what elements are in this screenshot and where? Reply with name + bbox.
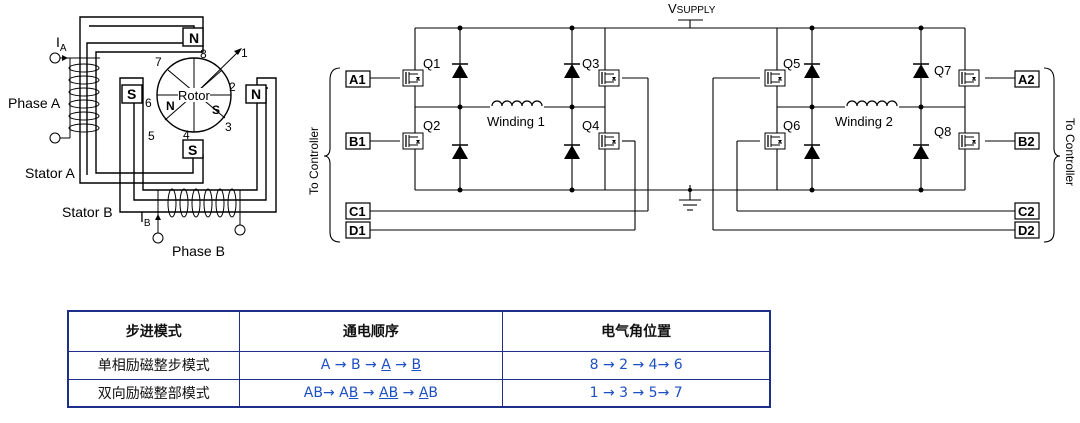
header-step-mode: 步进模式 [67,310,240,352]
terminal-boxes-right [1014,70,1040,239]
terminal-b2: B2 [1018,134,1035,149]
position-4: 4 [183,128,190,142]
terminal-a2: A2 [1018,72,1035,87]
junctions [457,25,924,193]
diode-d1 [451,63,469,79]
stator-a-label: Stator A [25,165,75,181]
pole-label-s-bottom: S [188,142,197,158]
row-mode: 双向励磁整部模式 [67,378,240,408]
terminal-c1: C1 [349,204,366,219]
transistor-q3 [598,69,620,87]
row-positions: 8 → 2 → 4→ 6 [502,350,771,380]
supply-label: VSUPPLY [668,1,716,16]
diode-d5 [803,63,821,79]
phase-b-label: Phase B [172,243,225,259]
label-q6: Q6 [783,118,800,133]
current-b-label: IB [140,209,151,229]
winding-2-label: Winding 2 [835,114,893,129]
diode-d8 [912,144,930,160]
stator-b [119,77,277,213]
phase-a-terminal-top [49,52,61,64]
header-electrical-angle: 电气角位置 [502,310,771,352]
transistor-q7 [958,69,980,87]
table-row: 单相励磁整步模式 A → B → A → B 8 → 2 → 4→ 6 [67,350,771,380]
rotor-label: Rotor [178,88,210,103]
to-controller-right: To Controller [1063,118,1077,186]
position-1: 1 [241,46,248,60]
terminal-c2: C2 [1018,204,1035,219]
diode-d3 [563,63,581,79]
stepping-mode-table: 步进模式 通电顺序 电气角位置 单相励磁整步模式 A → B → A → B 8… [67,310,771,408]
label-q3: Q3 [582,56,599,71]
to-controller-left: To Controller [307,127,321,195]
label-q2: Q2 [423,118,440,133]
row-positions: 1 → 3 → 5→ 7 [502,378,771,408]
phase-b-terminal-left [152,232,164,244]
diode-d7 [912,63,930,79]
transistor-q2 [402,132,424,150]
row-sequence: A → B → A → B [238,350,504,380]
terminal-boxes-left [345,70,371,239]
arrow-icon [234,48,242,55]
pole-label-n-right: N [251,86,261,102]
table-row: 双向励磁整部模式 AB→ AB → AB → AB 1 → 3 → 5→ 7 [67,378,771,408]
position-6: 6 [145,96,152,110]
position-8: 8 [200,47,207,61]
diode-d4 [563,144,581,160]
arrow-icon [155,214,161,220]
current-a-label: IA [56,34,67,54]
phase-a-label: Phase A [8,95,61,111]
arrow-icon [62,55,68,61]
left-brace [323,67,341,243]
phase-a-terminal-bottom [49,132,61,144]
phase-b-terminal-right [234,224,246,236]
rotor [156,48,242,133]
position-7: 7 [155,55,162,69]
label-q1: Q1 [423,56,440,71]
table-header-row: 步进模式 通电顺序 电气角位置 [67,310,771,352]
transistor-q4 [598,132,620,150]
transistor-q8 [958,132,980,150]
transistor-q5 [764,69,786,87]
stator-a [79,16,204,184]
position-2: 2 [229,80,236,94]
position-3: 3 [225,120,232,134]
terminal-d2: D2 [1018,223,1035,238]
label-q4: Q4 [582,118,599,133]
label-q5: Q5 [783,56,800,71]
row-sequence: AB→ AB → AB → AB [238,378,504,408]
phase-a-coil [60,57,100,139]
terminal-d1: D1 [349,223,366,238]
transistor-q1 [402,69,424,87]
stator-b-label: Stator B [62,204,113,220]
right-brace [1043,67,1061,243]
pole-label-n-top: N [189,30,199,46]
position-5: 5 [148,129,155,143]
stepper-motor-diagram: N S S N IA Phase A Stator A IB Phase B S… [8,1,1077,259]
circuit-wires [370,19,1015,231]
winding-1-label: Winding 1 [487,114,545,129]
diode-d6 [803,144,821,160]
label-q7: Q7 [934,63,951,78]
header-energize-sequence: 通电顺序 [238,310,504,352]
row-mode: 单相励磁整步模式 [67,350,240,380]
terminal-b1: B1 [349,134,366,149]
rotor-pole-n: N [166,99,175,113]
rotor-pole-s: S [212,103,220,117]
pole-label-s-left: S [127,86,136,102]
diode-d2 [451,144,469,160]
ground-icon [688,188,692,192]
terminal-a1: A1 [349,72,366,87]
label-q8: Q8 [934,124,951,139]
phase-b-coil [157,188,241,233]
transistor-q6 [764,132,786,150]
